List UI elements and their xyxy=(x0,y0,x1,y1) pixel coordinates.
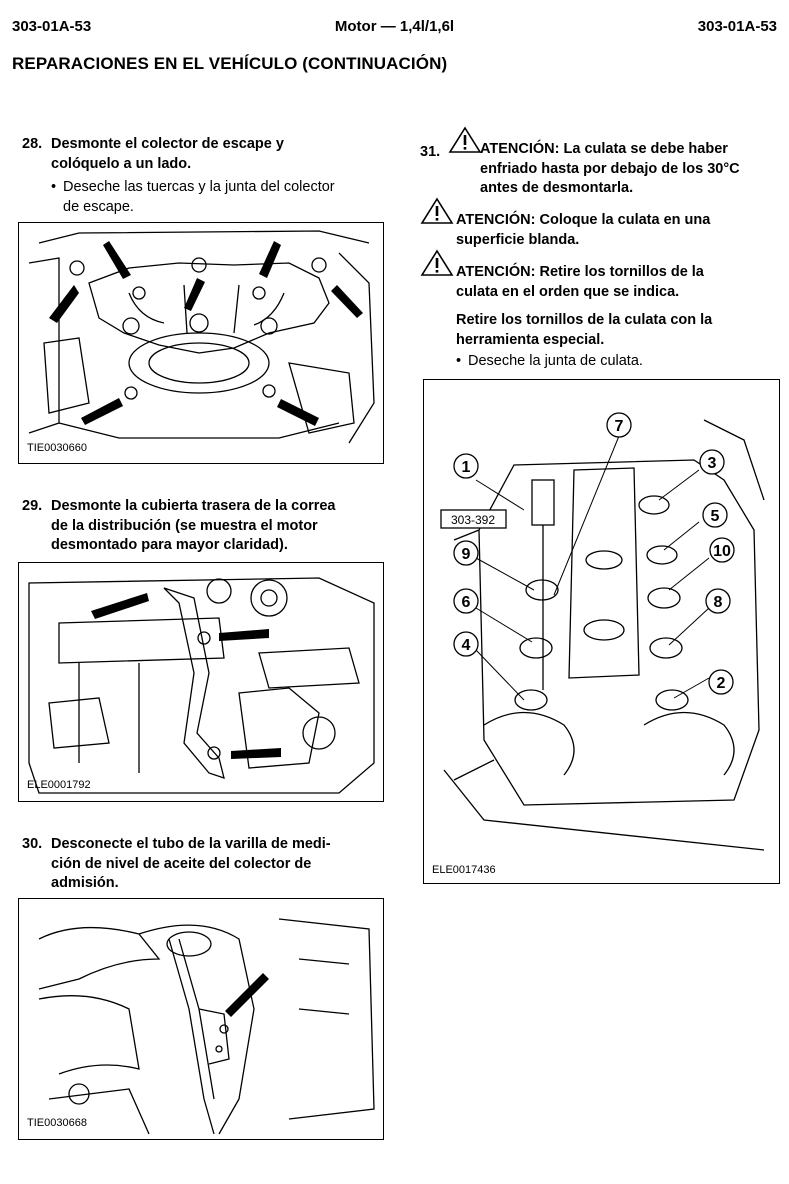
warning-text-line: enfriado hasta por debajo de los 30°C xyxy=(480,160,740,177)
dipstick-tube-illustration xyxy=(38,918,375,1135)
step-text-line: colóquelo a un lado. xyxy=(51,155,192,172)
warning-text-line: ATENCIÓN: Coloque la culata en una xyxy=(456,212,711,228)
step-number: 28. xyxy=(22,136,43,152)
warning-triangle-icon xyxy=(448,126,482,153)
warning-triangle-icon xyxy=(420,249,454,276)
figure-exhaust-manifold: TIE0030660 xyxy=(18,222,384,464)
callout-label: 6 xyxy=(462,594,471,611)
special-tool-code: 303-392 xyxy=(451,513,495,527)
step-28-bullet: • Deseche las tuercas y la junta del col… xyxy=(51,178,391,218)
cylinder-head-illustration: 1 2 3 4 5 6 7 8 9 10 303-392 xyxy=(440,412,765,851)
step-text-line: Desconecte el tubo de la varilla de medi… xyxy=(51,836,331,852)
bullet-text-line: Deseche la junta de culata. xyxy=(468,353,643,369)
callout-label: 5 xyxy=(711,508,720,525)
step-28: 28. Desmonte el colector de escape y col… xyxy=(22,135,392,175)
header-page-code-left: 303-01A-53 xyxy=(12,18,92,35)
step-31-number: 31. xyxy=(420,143,440,163)
callout-label: 4 xyxy=(462,637,471,654)
step-30: 30. Desconecte el tubo de la varilla de … xyxy=(22,835,392,895)
figure-code: TIE0030660 xyxy=(27,442,87,454)
bullet-text-line: Deseche las tuercas y la junta del colec… xyxy=(63,179,335,195)
warning-text-line: ATENCIÓN: La culata se debe haber xyxy=(480,141,728,157)
step-text-line: desmontado para mayor claridad). xyxy=(51,537,288,553)
step-31-instruction: Retire los tornillos de la culata con la… xyxy=(456,311,776,351)
callout-label: 7 xyxy=(615,418,624,435)
step-text-line: ción de nivel de aceite del colector de xyxy=(51,855,312,872)
step-29: 29. Desmonte la cubierta trasera de la c… xyxy=(22,497,392,557)
step-31-bullet: • Deseche la junta de culata. xyxy=(456,352,776,372)
exhaust-manifold-illustration xyxy=(28,230,375,444)
warning-text-line: superficie blanda. xyxy=(456,231,580,248)
timing-belt-cover-illustration xyxy=(28,577,375,794)
step-text-line: admisión. xyxy=(51,875,119,891)
callout-label: 2 xyxy=(717,675,726,692)
figure-code: TIE0030668 xyxy=(27,1117,87,1129)
step-text-line: de la distribución (se muestra el motor xyxy=(51,517,318,534)
bullet-glyph: • xyxy=(51,179,57,195)
step-31-warning-3: ATENCIÓN: Retire los tornillos de la cul… xyxy=(456,263,776,303)
step-text-line: Desmonte la cubierta trasera de la corre… xyxy=(51,498,336,514)
callout-label: 10 xyxy=(713,543,731,560)
warning-text-line: culata en el orden que se indica. xyxy=(456,283,680,300)
figure-code: ELE0017436 xyxy=(432,864,496,876)
section-title: REPARACIONES EN EL VEHÍCULO (CONTINUACIÓ… xyxy=(12,54,448,73)
figure-code: ELE0001792 xyxy=(27,779,91,791)
figure-cylinder-head-bolts: 1 2 3 4 5 6 7 8 9 10 303-392 ELE0017436 xyxy=(423,379,780,884)
figure-timing-belt-cover: ELE0001792 xyxy=(18,562,384,802)
instruction-text-line: herramienta especial. xyxy=(456,331,605,348)
bullet-text-line: de escape. xyxy=(63,198,134,215)
warning-text-line: antes de desmontarla. xyxy=(480,180,634,196)
warning-text-line: ATENCIÓN: Retire los tornillos de la xyxy=(456,264,704,280)
step-text-line: Desmonte el colector de escape y xyxy=(51,136,284,152)
callout-label: 3 xyxy=(708,455,717,472)
callout-label: 8 xyxy=(714,594,723,611)
header-page-code-right: 303-01A-53 xyxy=(697,18,777,35)
step-number: 31. xyxy=(420,144,441,160)
warning-triangle-icon xyxy=(420,197,454,224)
step-31-warning-1: ATENCIÓN: La culata se debe haber enfria… xyxy=(480,140,780,200)
bullet-glyph: • xyxy=(456,353,462,369)
figure-dipstick-tube: TIE0030668 xyxy=(18,898,384,1140)
callout-label: 9 xyxy=(462,546,471,563)
callout-label: 1 xyxy=(462,459,471,476)
instruction-text-line: Retire los tornillos de la culata con la xyxy=(456,312,713,328)
header-title: Motor — 1,4l/1,6l xyxy=(334,18,455,35)
step-number: 30. xyxy=(22,836,43,852)
step-number: 29. xyxy=(22,498,43,514)
step-31-warning-2: ATENCIÓN: Coloque la culata en una super… xyxy=(456,211,776,251)
